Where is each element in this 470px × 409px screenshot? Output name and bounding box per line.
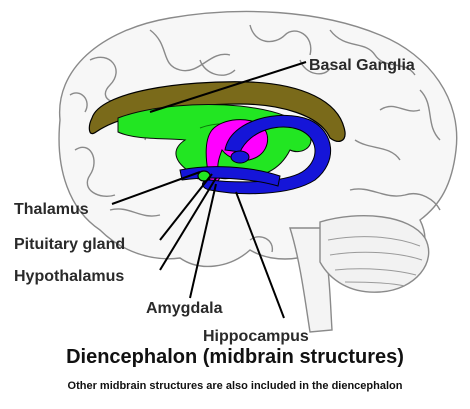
label-hippocampus: Hippocampus: [203, 328, 309, 345]
caption-title: Diencephalon (midbrain structures): [66, 346, 404, 368]
label-amygdala: Amygdala: [146, 300, 223, 317]
leader-thalamus: [111, 171, 201, 205]
basal-ganglia-shape: [88, 81, 346, 142]
leader-pituitary: [159, 173, 213, 241]
leader-hypothalamus: [159, 177, 217, 271]
label-thalamus: Thalamus: [14, 201, 89, 218]
label-pituitary-gland: Pituitary gland: [14, 236, 125, 253]
leader-amygdala: [189, 183, 217, 299]
caption-subtitle: Other midbrain structures are also inclu…: [67, 380, 403, 392]
leader-hippocampus: [235, 191, 285, 319]
label-hypothalamus: Hypothalamus: [14, 268, 124, 285]
label-basal-ganglia: Basal Ganglia: [309, 57, 415, 74]
leader-basal-ganglia: [149, 61, 307, 113]
cerebellum: [319, 215, 430, 293]
leader-lines: [111, 61, 307, 319]
